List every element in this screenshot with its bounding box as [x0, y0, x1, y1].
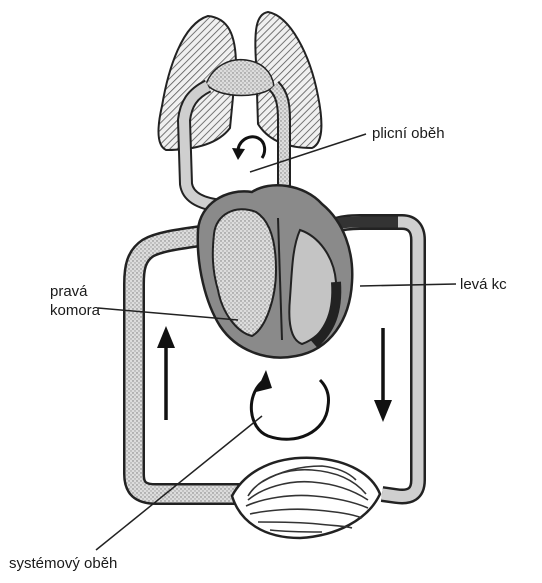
- pulmonary-circulation-label: plicní oběh: [372, 125, 445, 144]
- arrow-up-icon: [157, 326, 175, 420]
- right-ventricle-label-line1: pravá: [50, 283, 100, 302]
- right-ventricle-label: pravá komora: [50, 283, 100, 321]
- right-ventricle-label-line2: komora: [50, 302, 100, 321]
- muscle-tissue-icon: [232, 458, 380, 538]
- heart-icon: [198, 185, 353, 357]
- pulmonary-circular-arrow-icon: [232, 137, 265, 160]
- circular-arrow-icon: [251, 370, 328, 439]
- systemic-circulation-label: systémový oběh: [9, 555, 117, 574]
- arrow-down-icon: [374, 328, 392, 422]
- left-ventricle-label: levá kc: [460, 276, 507, 295]
- leader-left-ventricle: [360, 284, 456, 286]
